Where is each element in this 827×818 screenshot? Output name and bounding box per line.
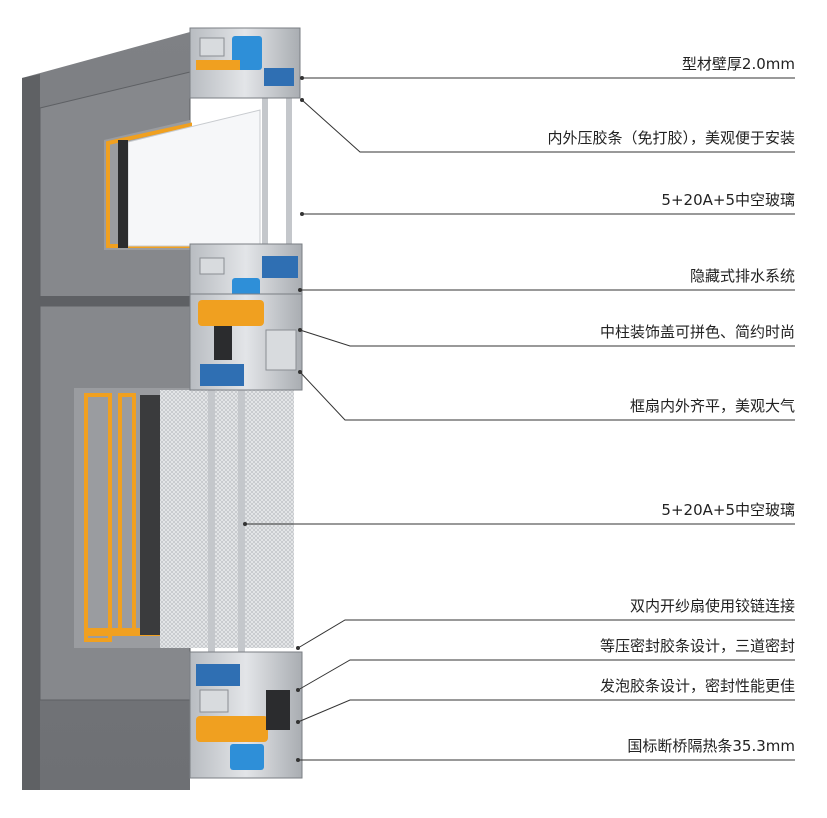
callout-anchor-dot <box>298 370 302 374</box>
callout-anchor-dot <box>300 98 304 102</box>
callout-label: 框扇内外齐平，美观大气 <box>629 397 795 415</box>
callout-label: 发泡胶条设计，密封性能更佳 <box>599 677 795 695</box>
transom-cavity <box>199 257 225 275</box>
callout-label: 型材壁厚2.0mm <box>681 55 795 73</box>
callout-leader-line <box>297 619 795 649</box>
mullion-orange <box>198 300 264 326</box>
lower-glass-pane-1 <box>208 380 215 658</box>
callout-label: 5+20A+5中空玻璃 <box>661 501 795 519</box>
callout-label: 等压密封胶条设计，三道密封 <box>599 637 795 655</box>
mullion-blue <box>200 364 244 386</box>
lower-gasket-outer <box>84 393 112 642</box>
lower-gasket-bottom <box>86 628 190 636</box>
sill-orange <box>196 716 268 742</box>
callout-anchor-dot <box>296 720 300 724</box>
callout-leader-line <box>301 99 795 153</box>
callout-leader-line <box>297 699 795 723</box>
sill-dark <box>266 690 290 730</box>
callout-label: 中柱装饰盖可拼色、简约时尚 <box>599 323 795 341</box>
lower-dark-channel <box>140 395 160 635</box>
callout-anchor-dot <box>296 646 300 650</box>
sill-thermal <box>230 744 264 770</box>
callout-leader-line <box>297 659 795 691</box>
callout-label: 隐藏式排水系统 <box>689 267 795 285</box>
lower-glass-pane-2 <box>238 380 245 658</box>
sill-blue <box>196 664 240 686</box>
callout-anchor-dot <box>296 688 300 692</box>
callout-anchor-dot <box>296 758 300 762</box>
callout-label: 5+20A+5中空玻璃 <box>661 191 795 209</box>
insect-mesh <box>160 390 294 648</box>
callout-anchor-dot <box>243 522 247 526</box>
callout-anchor-dot <box>298 328 302 332</box>
callout-label: 国标断桥隔热条35.3mm <box>627 737 795 755</box>
upper-glass-pane-2 <box>286 90 292 250</box>
callout-anchor-dot <box>298 288 302 292</box>
transom-blue <box>262 256 298 278</box>
callout-label: 内外压胶条（免打胶），美观便于安装 <box>547 129 795 147</box>
callout-leader-lines <box>243 76 795 762</box>
upper-glass-pane-1 <box>262 90 268 250</box>
mullion-cavity <box>265 329 297 371</box>
top-profile-cavity1 <box>199 37 225 57</box>
upper-glass-inner-edge <box>118 140 128 248</box>
callout-anchor-dot <box>300 212 304 216</box>
top-profile-blue2 <box>264 68 294 86</box>
sill-cavity <box>199 689 229 713</box>
top-profile-orange <box>196 60 240 70</box>
callout-leader-line <box>299 371 795 421</box>
mullion-dark <box>214 326 232 360</box>
frame-face-edge <box>22 74 40 790</box>
callout-leader-line <box>299 329 795 347</box>
callout-anchor-dot <box>300 76 304 80</box>
callout-label: 双内开纱扇使用铰链连接 <box>629 597 795 615</box>
transom-band <box>40 296 190 306</box>
